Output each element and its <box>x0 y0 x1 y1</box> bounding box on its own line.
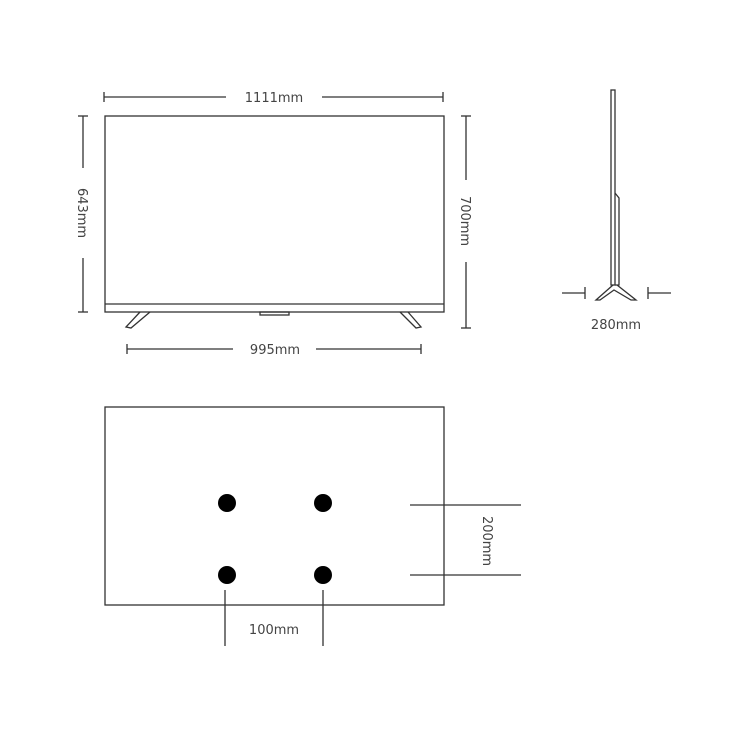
height-with-stand-dimension: 700mm <box>457 115 472 329</box>
side-view: 280mm <box>562 89 671 333</box>
vesa-mount-hole <box>218 566 236 584</box>
side-stand-legs <box>594 284 638 301</box>
stand-span-dimension: 995mm <box>126 343 422 358</box>
tv-front-outline <box>104 115 445 313</box>
vesa-mount-hole <box>218 494 236 512</box>
vesa-horizontal-dimension: 100mm <box>224 590 324 646</box>
vesa-mount-hole <box>314 494 332 512</box>
back-view: 200mm 100mm <box>104 406 521 646</box>
tv-center-logo-bar <box>259 311 290 316</box>
stand-depth-dimension: 280mm <box>562 287 671 333</box>
front-view: 1111mm 643mm 700mm 995mm <box>74 91 472 358</box>
right-stand-foot <box>399 311 423 329</box>
stand-depth-label: 280mm <box>591 318 641 333</box>
width-dimension: 1111mm <box>103 91 444 106</box>
height-without-stand-label: 643mm <box>74 188 89 238</box>
width-label: 1111mm <box>245 91 303 106</box>
vesa-vertical-dimension: 200mm <box>410 504 521 576</box>
height-with-stand-label: 700mm <box>457 196 472 246</box>
stand-span-label: 995mm <box>250 343 300 358</box>
vesa-horizontal-label: 100mm <box>249 623 299 638</box>
height-without-stand-dimension: 643mm <box>74 115 89 313</box>
vesa-vertical-label: 200mm <box>479 516 494 566</box>
tv-side-profile <box>610 89 616 286</box>
left-stand-foot <box>124 311 151 329</box>
vesa-mount-hole <box>314 566 332 584</box>
tv-back-outline <box>104 406 445 606</box>
